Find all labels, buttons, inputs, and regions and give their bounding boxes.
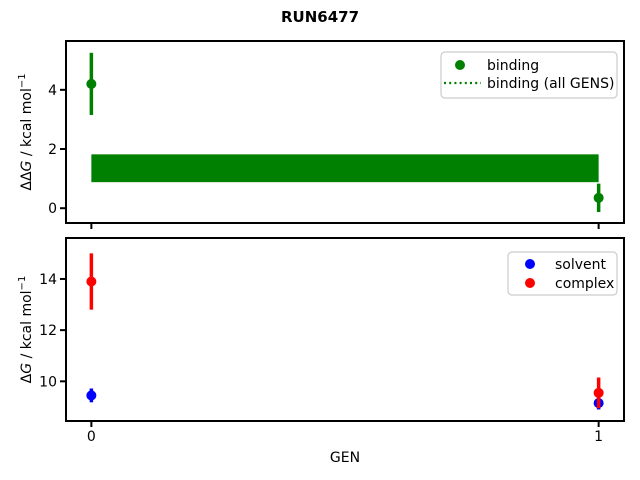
legend: binding binding (all GENS) [440,51,618,99]
y-tick-label: 10 [39,374,57,390]
binding-point-gen1 [593,192,604,203]
complex-point-gen1 [593,387,604,398]
legend-label-complex: complex [555,276,614,292]
binding-all-gens-band [91,154,599,183]
legend-box [440,51,618,99]
legend-marker-complex [525,278,535,288]
y-axis-label: ΔG / kcal mol−1 [17,276,35,384]
binding-point-gen0 [86,78,97,89]
legend-marker-solvent [525,259,535,269]
legend: solvent complex [507,251,618,296]
legend-label-binding-all-gens: binding (all GENS) [487,76,614,92]
y-tick-label: 14 [39,272,57,288]
y-axis-label: ΔΔG / kcal mol−1 [17,73,35,190]
y-tick-label: 4 [48,83,57,99]
subplot-ddg: 0 2 4 ΔΔG / kcal mol−1 binding binding (all G… [17,40,625,229]
x-tick-label: 1 [594,429,603,445]
legend-label-binding: binding [487,58,539,74]
legend-label-solvent: solvent [555,257,607,273]
axes-frame [65,40,625,224]
legend-marker-binding [455,60,465,70]
y-tick-label: 12 [39,323,57,339]
x-axis-label: GEN [330,450,360,466]
y-tick-label: 0 [48,201,57,217]
axes-frame [65,237,625,422]
figure-title: RUN6477 [281,8,359,26]
solvent-point-gen0 [86,390,97,401]
x-tick-label: 0 [87,429,96,445]
complex-point-gen0 [86,276,97,287]
legend-box [507,251,618,296]
y-tick-label: 2 [48,142,57,158]
